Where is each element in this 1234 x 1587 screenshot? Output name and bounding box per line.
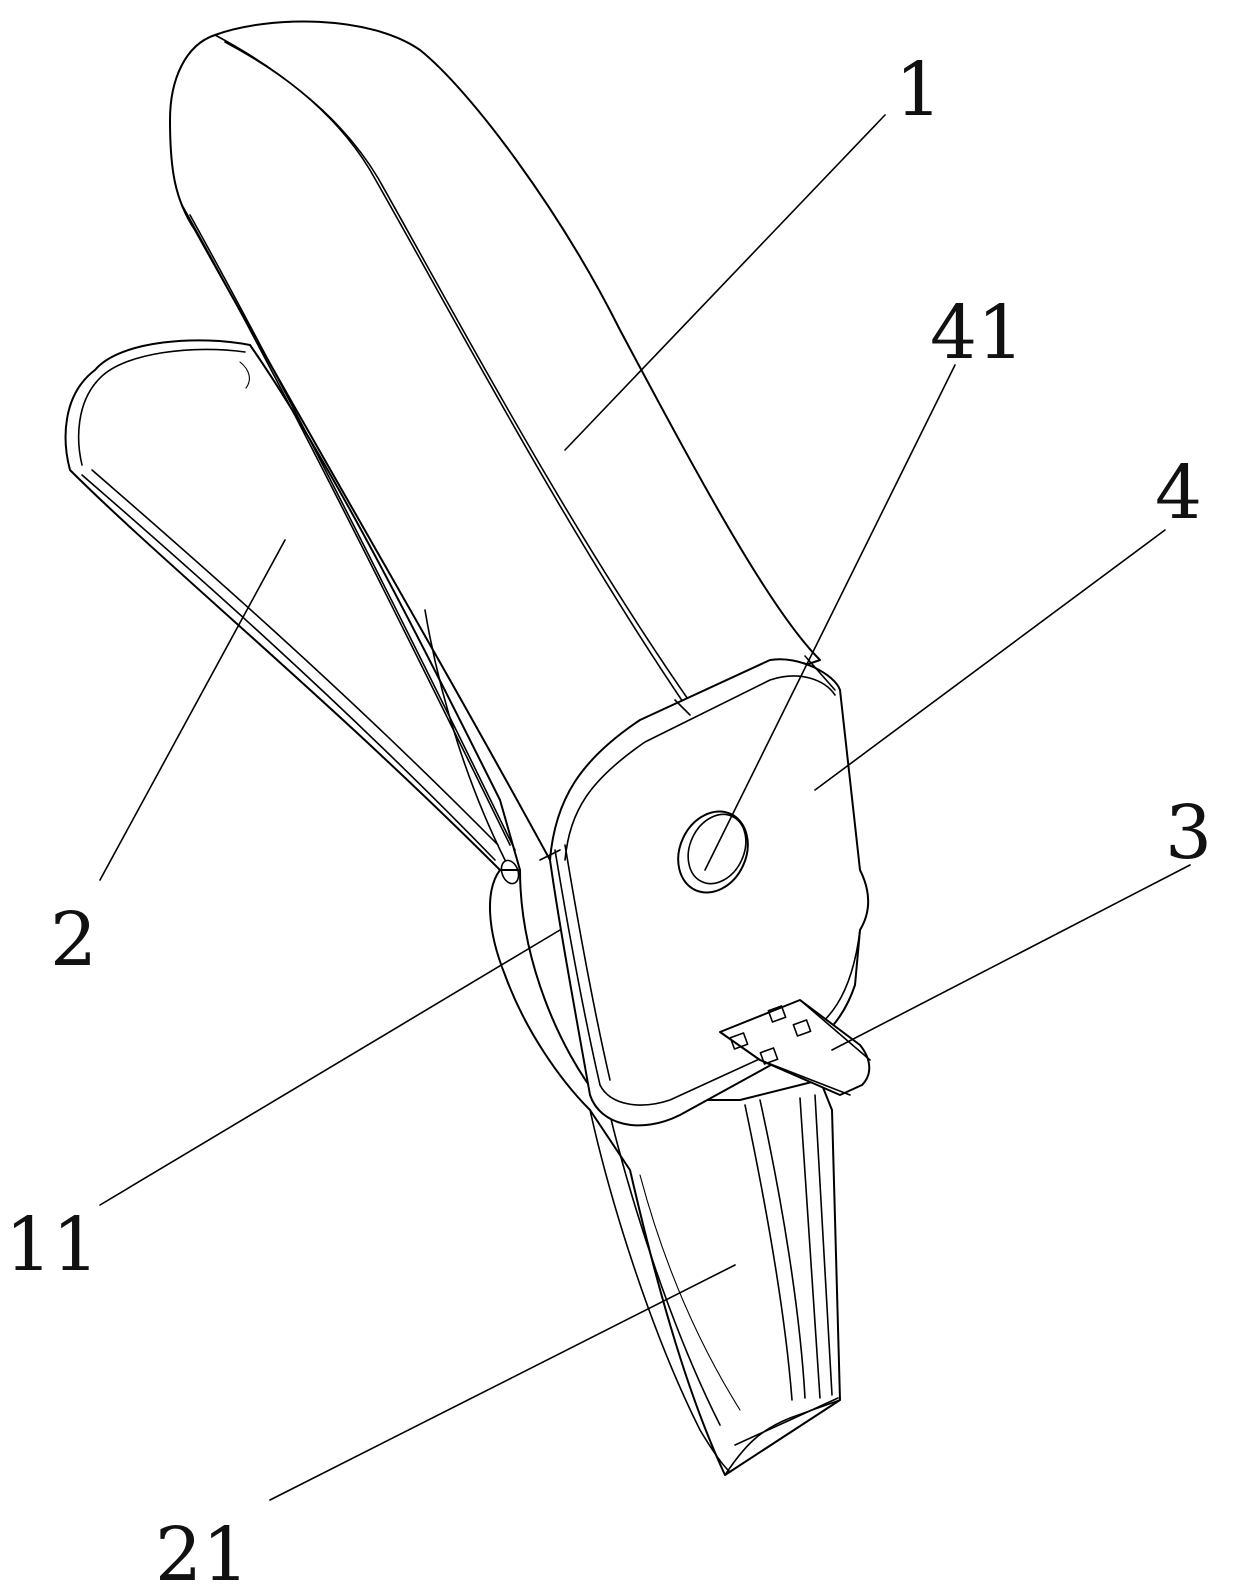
leader-11 [99, 929, 561, 1206]
leader-lines [99, 114, 1191, 1501]
label-1: 1 [895, 47, 942, 133]
lower-blade [64, 339, 521, 871]
lower-handle [488, 869, 841, 1476]
latch [500, 859, 871, 1096]
label-41: 41 [930, 290, 1024, 376]
leader-2 [99, 539, 286, 881]
leader-41 [704, 364, 956, 871]
leader-21 [269, 1264, 736, 1501]
label-3: 3 [1165, 790, 1212, 876]
callout-labels: 1 41 4 3 2 11 21 [5, 47, 1212, 1587]
label-4: 4 [1155, 450, 1202, 536]
label-21: 21 [155, 1512, 249, 1587]
leader-1 [564, 114, 886, 451]
leader-4 [814, 529, 1166, 791]
leader-3 [831, 864, 1191, 1051]
label-2: 2 [50, 897, 97, 983]
label-11: 11 [5, 1202, 99, 1288]
